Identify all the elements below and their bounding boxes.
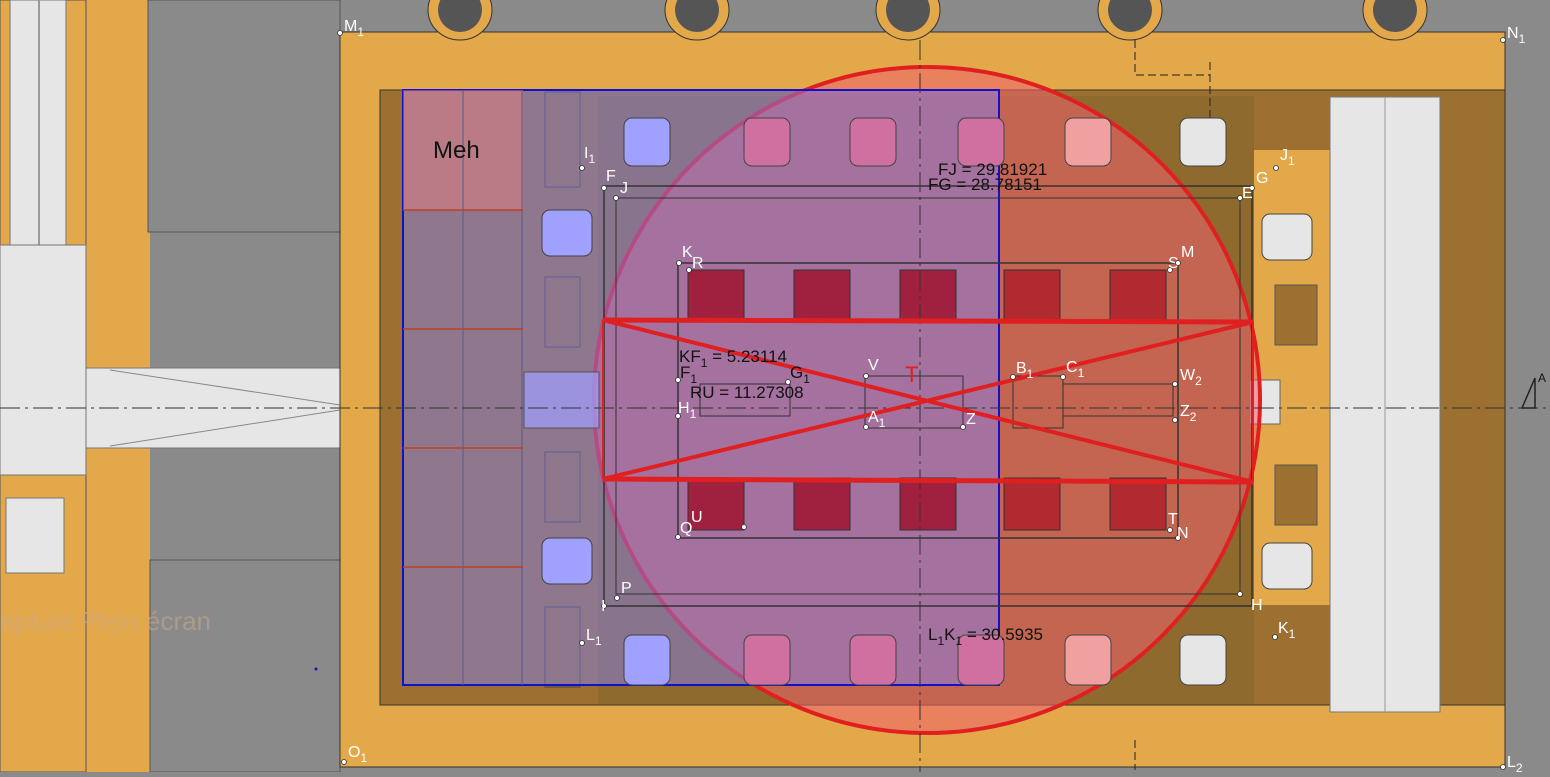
point-label: M1 [344,18,364,39]
point-marker [1175,535,1181,541]
point-marker [675,413,681,419]
blue-overlay [402,89,1000,686]
point-marker [1060,374,1066,380]
point-label: V [868,357,879,374]
center-label: T [905,362,918,387]
point-label: U [691,509,703,526]
measure-fg: FG = 28.78151 [928,175,1042,194]
niches [541,117,1313,686]
point-marker [675,377,681,383]
point-marker [601,603,607,609]
point-marker [1167,527,1173,533]
point-marker [1249,185,1255,191]
point-marker [676,260,682,266]
point-label: Z [966,411,976,428]
point-marker [614,595,620,601]
measure-l1k1: L1K1 = 30.5935 [928,625,1043,648]
point-label: N [1177,525,1189,542]
point-marker [613,195,619,201]
point-label: K1 [1278,620,1296,641]
point-label: T [1168,511,1178,528]
red-construction [602,317,1254,485]
point-marker [579,640,585,646]
point-label: P [621,580,632,597]
point-label: F [606,168,616,185]
point-label: I [601,598,605,615]
point-marker [1172,381,1178,387]
point-label: H [1251,597,1263,614]
point-label: R [692,255,704,272]
point-label: L2 [1507,754,1523,772]
zone-label: Meh [433,137,480,164]
point-label: I1 [584,145,595,166]
point-label: K [682,244,693,261]
point-marker [579,165,585,171]
point-label: G [1256,170,1268,187]
point-label: H1 [678,400,697,421]
point-marker [601,185,607,191]
section-marker-label: A [1538,371,1546,385]
point-label: L1 [586,627,602,648]
point-label: B1 [1016,360,1034,381]
point-label: O1 [348,744,367,765]
point-marker [863,424,869,430]
point-marker [1010,374,1016,380]
point-marker [1237,195,1243,201]
point-marker [741,524,747,530]
point-label: Z2 [1180,403,1197,424]
point-label: J [620,180,628,197]
watermark: apture Plein écran [0,606,211,636]
point-marker [1500,37,1506,43]
point-marker [1175,260,1181,266]
point-marker [341,759,347,765]
point-label: F1 [680,363,697,386]
point-marker [960,424,966,430]
point-marker [785,379,791,385]
measure-kf1: KF1 = 5.23114 [679,347,787,370]
point-label: S [1168,255,1179,272]
point-marker [1167,267,1173,273]
point-marker [1172,417,1178,423]
point-label: W2 [1180,367,1202,388]
stray-dot [314,667,318,671]
point-label: M [1181,244,1194,261]
measure-ru: RU = 11.27308 [690,383,804,402]
point-label: G1 [790,363,810,386]
measure-fj: FJ = 29.81921 [938,160,1047,179]
point-marker [686,267,692,273]
point-marker [675,534,681,540]
point-marker [1500,764,1506,770]
point-label: N1 [1507,25,1526,46]
point-marker [1273,165,1279,171]
section-marker-icon [1520,377,1536,409]
axis-lines [0,40,1550,772]
point-label: J1 [1280,147,1295,168]
point-label: A1 [868,409,886,430]
point-label: E [1242,185,1253,202]
measurements: FJ = 29.81921 FG = 28.78151 KF1 = 5.2311… [679,160,1047,648]
left-structure [0,0,387,773]
point-marker [337,30,343,36]
point-marker [863,373,869,379]
point-label: C1 [1066,359,1085,380]
point-marker [1237,591,1243,597]
edge-columns [427,0,1428,41]
point-marker [1272,634,1278,640]
point-label: Q [680,520,692,537]
